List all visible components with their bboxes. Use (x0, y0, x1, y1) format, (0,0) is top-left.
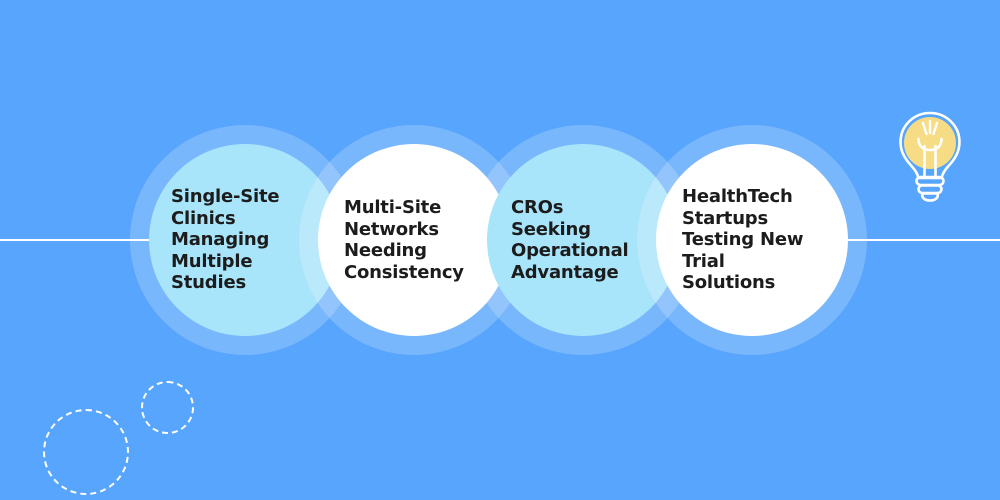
dashed-circle-small (141, 381, 194, 434)
bubble-multi-site-networks[interactable]: Multi-Site Networks Needing Consistency (299, 125, 529, 355)
bubble-label: HealthTech Startups Testing New Trial So… (682, 186, 804, 294)
bubble-inner-circle: CROs Seeking Operational Advantage (487, 144, 679, 336)
bubble-inner-circle: HealthTech Startups Testing New Trial So… (656, 144, 848, 336)
lightbulb-icon (888, 106, 972, 206)
dashed-circle-large (43, 409, 129, 495)
bubble-label: Multi-Site Networks Needing Consistency (344, 197, 464, 283)
bubble-healthtech-startups[interactable]: HealthTech Startups Testing New Trial So… (637, 125, 867, 355)
bubble-inner-circle: Single-Site Clinics Managing Multiple St… (149, 144, 341, 336)
bubble-label: CROs Seeking Operational Advantage (511, 197, 629, 283)
bubble-label: Single-Site Clinics Managing Multiple St… (171, 186, 280, 294)
bubble-inner-circle: Multi-Site Networks Needing Consistency (318, 144, 510, 336)
